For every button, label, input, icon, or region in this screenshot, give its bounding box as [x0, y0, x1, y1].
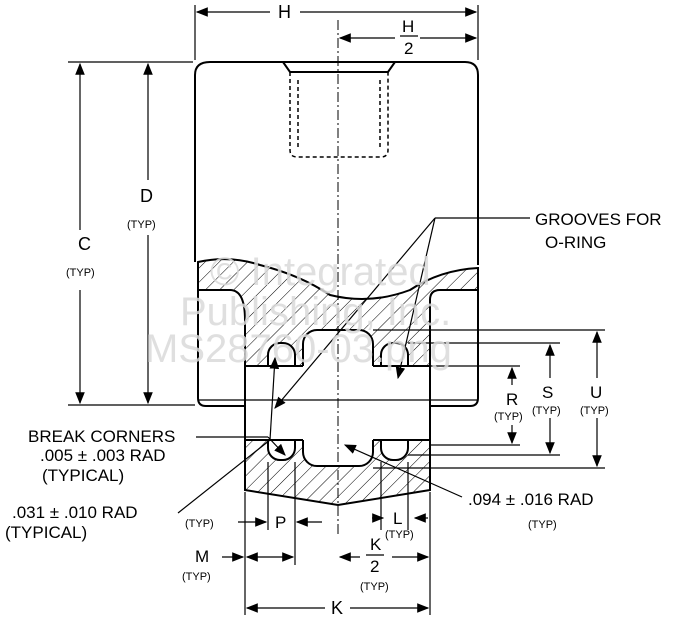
notes: GROOVES FOR O-RING BREAK CORNERS .005 ± … — [5, 210, 662, 542]
watermark-line-2: Publishing, Inc. — [180, 290, 451, 334]
note-break-1: BREAK CORNERS — [28, 427, 175, 446]
dim-H-label: H — [278, 2, 291, 22]
dim-C-typ: (TYP) — [66, 267, 95, 279]
dim-K2-numerator: K — [370, 535, 382, 554]
body-outline — [194, 61, 479, 265]
dim-U-typ: (TYP) — [580, 405, 609, 417]
dim-P-label: P — [275, 513, 286, 532]
dim-S-label: S — [542, 383, 553, 402]
dim-D-typ: (TYP) — [127, 219, 156, 231]
dim-R-typ: (TYP) — [494, 411, 523, 423]
note-rad031-1: .031 ± .010 RAD — [12, 503, 138, 522]
dim-K-label: K — [331, 598, 343, 618]
dim-C-D: C (TYP) D (TYP) — [66, 61, 195, 406]
dim-M-label: M — [195, 547, 209, 566]
dim-K2-typ: (TYP) — [360, 581, 389, 593]
watermark-line-3: MS28760-03.png — [145, 327, 452, 371]
dim-P-typ: (TYP) — [185, 518, 214, 530]
dim-U-label: U — [590, 383, 602, 402]
dim-H: H H 2 — [194, 2, 479, 60]
dim-H2-denominator: 2 — [404, 39, 413, 58]
note-rad094-2: (TYP) — [528, 519, 557, 531]
leaders — [177, 217, 530, 514]
dim-R-S-U: R (TYP) S (TYP) U (TYP) — [373, 329, 609, 469]
dim-K2-denominator: 2 — [370, 557, 379, 576]
dim-bottom: (TYP) P L (TYP) M (TYP) K 2 (TYP) K — [182, 462, 431, 618]
note-grooves-1: GROOVES FOR — [535, 210, 662, 229]
dim-M-typ: (TYP) — [182, 571, 211, 583]
note-break-2: .005 ± .003 RAD — [40, 446, 166, 465]
dim-S-typ: (TYP) — [532, 405, 561, 417]
note-break-3: (TYPICAL) — [42, 466, 124, 485]
note-grooves-2: O-RING — [545, 233, 606, 252]
dim-C-label: C — [78, 234, 91, 254]
dim-R-label: R — [506, 390, 518, 409]
note-rad094-1: .094 ± .016 RAD — [468, 490, 594, 509]
watermark: © Integrated Publishing, Inc. MS28760-03… — [145, 250, 452, 371]
watermark-line-1: © Integrated — [210, 250, 431, 294]
dim-L-typ: (TYP) — [385, 529, 414, 541]
flange-outline — [197, 289, 479, 407]
dim-L-label: L — [393, 509, 402, 528]
dim-H2-numerator: H — [402, 17, 414, 36]
port — [282, 61, 396, 158]
dim-D-label: D — [140, 186, 153, 206]
note-rad031-2: (TYPICAL) — [5, 523, 87, 542]
